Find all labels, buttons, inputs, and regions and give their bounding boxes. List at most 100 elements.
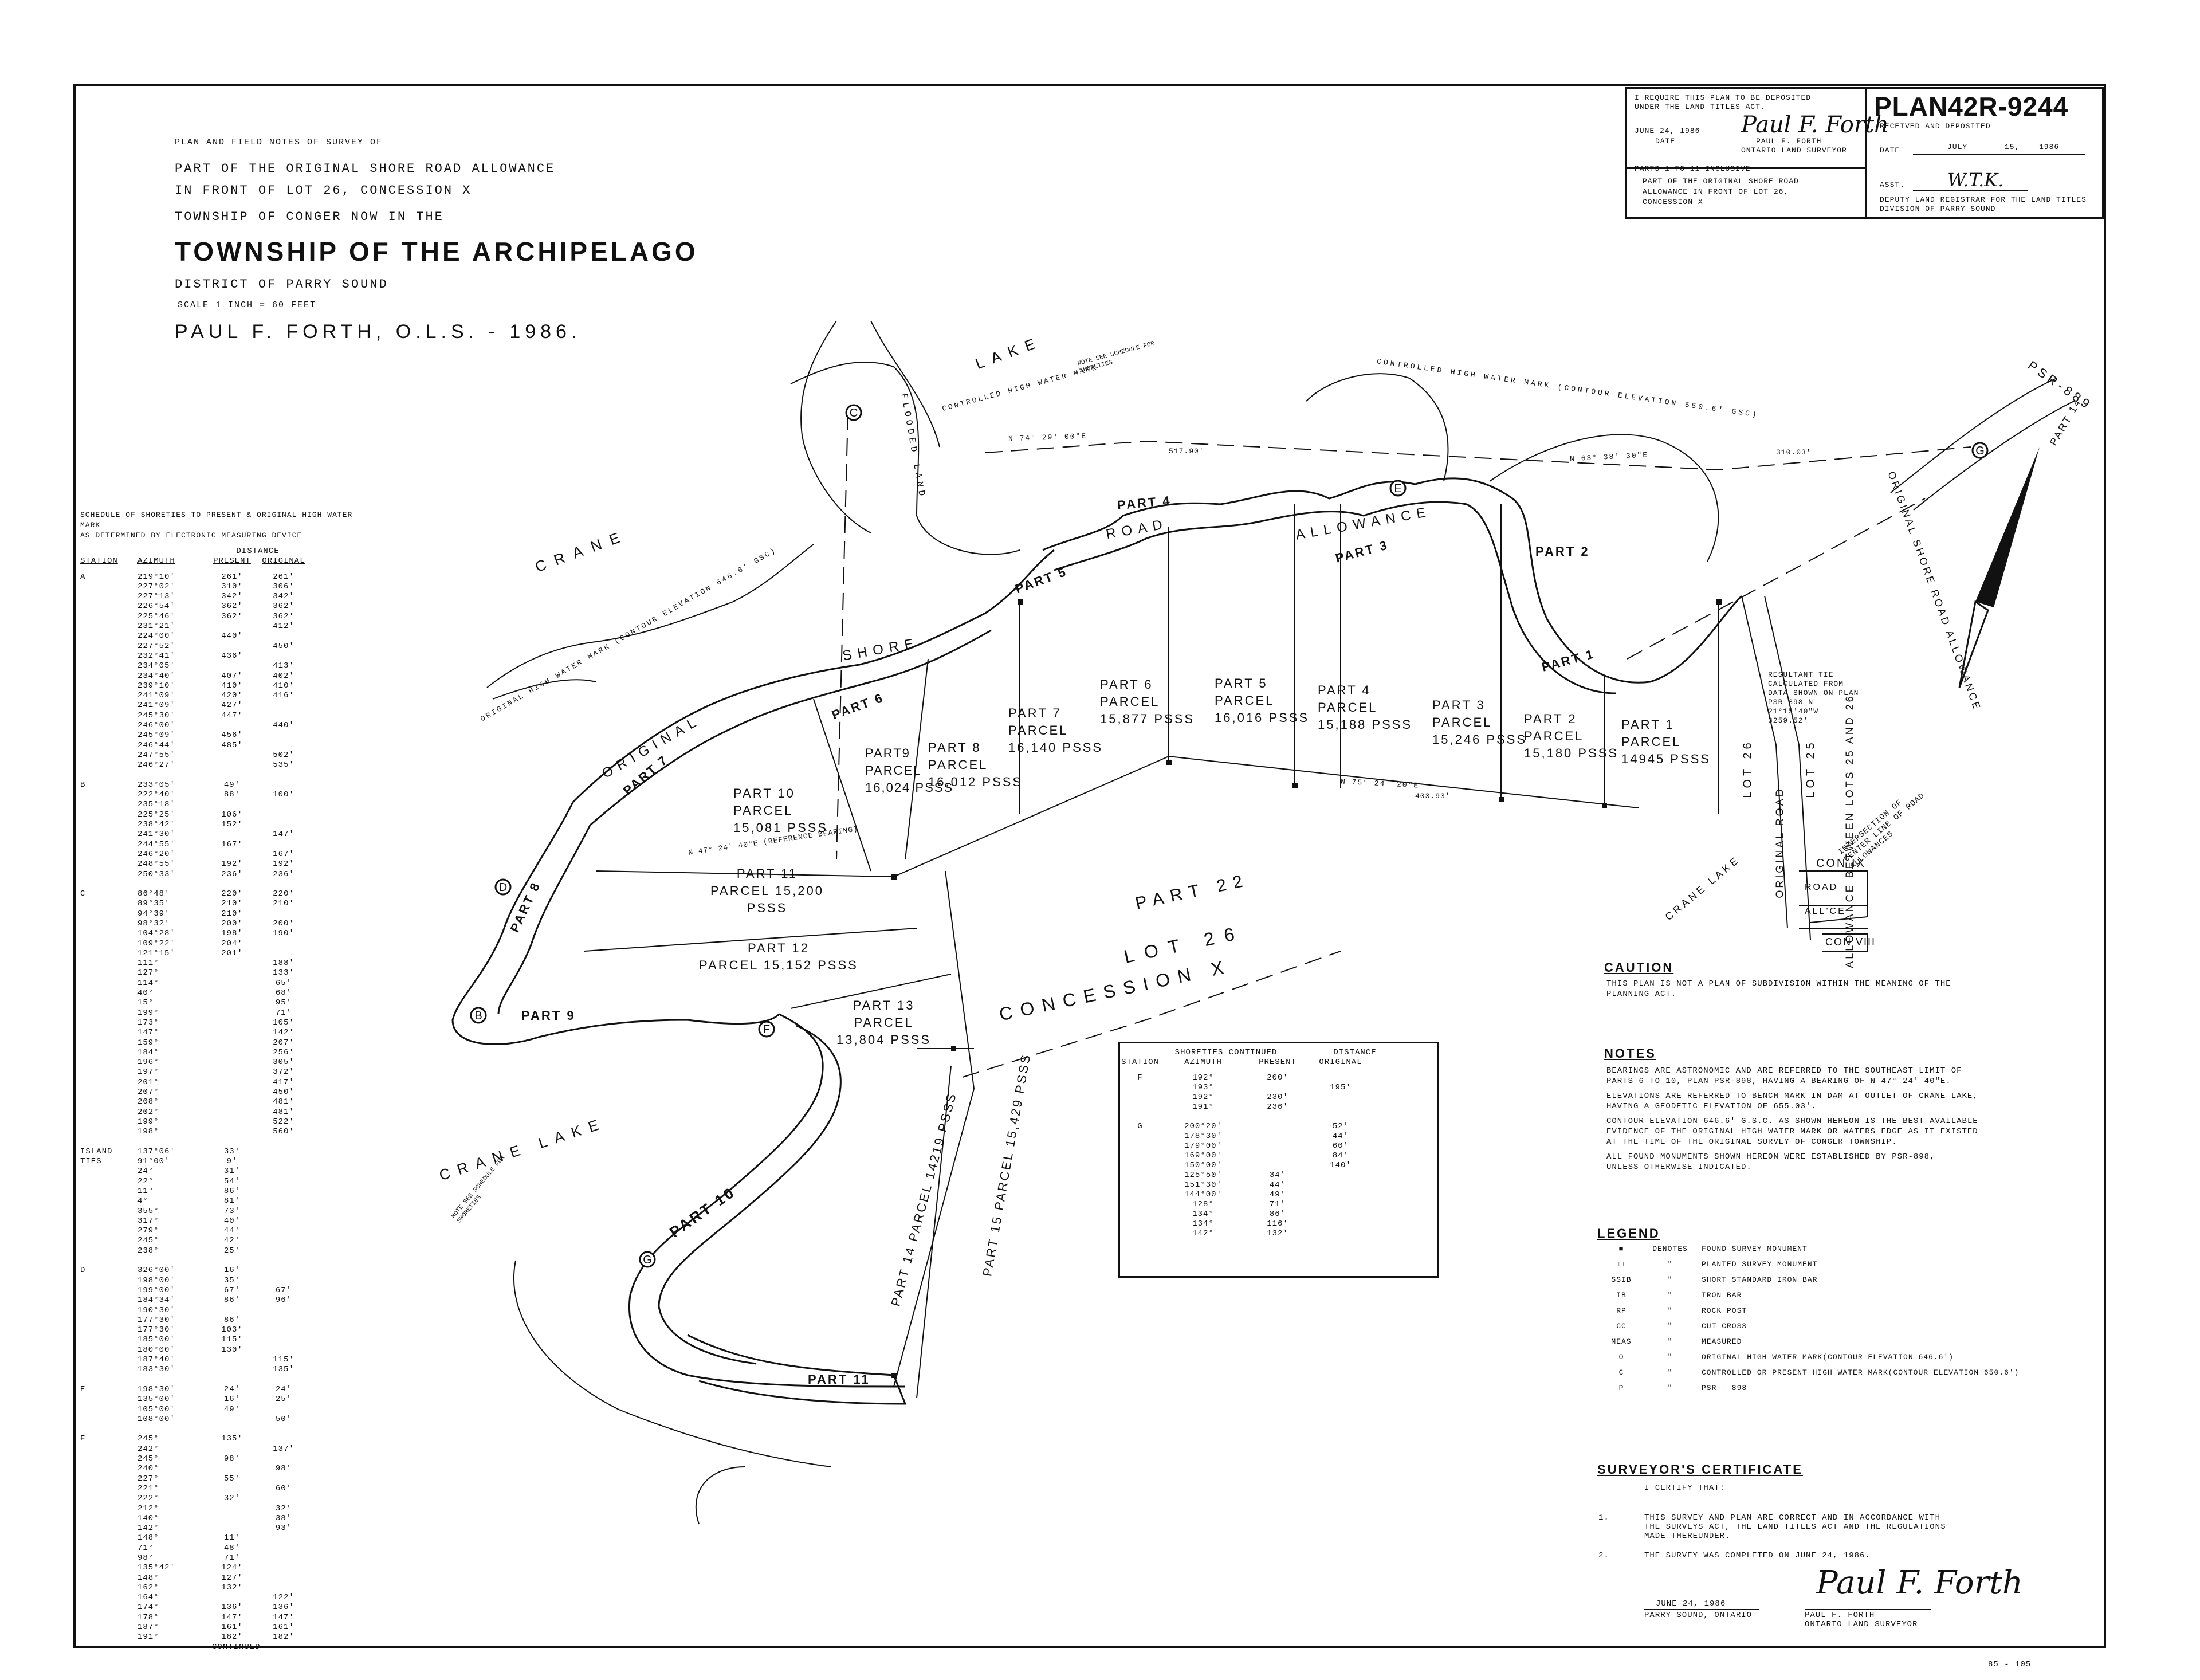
original-cell: 481' [273, 1097, 294, 1107]
present-cell: 54' [223, 1176, 241, 1186]
azimuth-cell: 183°30' [138, 1365, 175, 1375]
schedule-row: 247°55'502' [80, 751, 372, 760]
original-cell: 416' [273, 691, 294, 701]
schedule-row: 193°195' [1120, 1083, 1437, 1093]
present-cell: 71' [223, 1553, 241, 1563]
azimuth-cell: 227°02' [138, 582, 175, 591]
allowance-between-label: ALLOWANCE BETWEEN LOTS 25 AND 26 [1844, 694, 1856, 968]
map-part11: PART 11 [808, 1372, 870, 1387]
present-cell: 210' [221, 899, 243, 909]
present-cell: 127' [221, 1573, 243, 1583]
schedule-row: 169°00'84' [1120, 1151, 1437, 1161]
road-allowance-east-2 [1764, 595, 1811, 940]
present-cell: 192' [221, 859, 243, 869]
station-marker: G [1975, 445, 1985, 457]
parcel-number: 16,024 PSSS [865, 780, 954, 795]
schedule-row: 134°116' [1120, 1219, 1437, 1229]
schedule-row: 183°30'135' [80, 1365, 372, 1375]
schedule-row: 197°372' [80, 1067, 372, 1077]
schedule-row: 244°55'167' [80, 840, 372, 850]
asst-label: ASST. [1880, 180, 1906, 189]
present-cell: 35' [223, 1275, 241, 1285]
legend-text: PLANTED SURVEY MONUMENT [1702, 1260, 1818, 1269]
azimuth-cell: 180°00' [138, 1345, 175, 1355]
present-cell: 201' [221, 948, 243, 958]
azimuth-cell: 140° [138, 1513, 159, 1523]
schedule-row: 234°05'413' [80, 661, 372, 671]
legend-row: P"PSR - 898 [1604, 1384, 1999, 1399]
present-cell: 427' [221, 701, 243, 711]
divider-p9-p10 [813, 698, 871, 872]
original-cell: 67' [275, 1285, 292, 1295]
original-cell: 192' [273, 859, 294, 869]
parcel-word: PARCEL [854, 1015, 914, 1030]
dist-northeast: 310.03' [1776, 448, 1812, 457]
present-cell: 88' [223, 790, 241, 800]
azimuth-cell: 162° [138, 1583, 159, 1592]
original-cell: 100' [273, 790, 294, 800]
schedule-row: 89°35'210'210' [80, 899, 372, 909]
azimuth-cell: 226°54' [138, 602, 175, 611]
azimuth-cell: 225°25' [138, 810, 175, 819]
azimuth-cell: 15° [138, 998, 154, 1008]
azimuth-cell: 241°30' [138, 830, 175, 839]
present-cell: 136' [221, 1603, 243, 1612]
schedule-row: 225°46'362'362' [80, 612, 372, 622]
tb-parts-line: PARTS 1 TO 11 INCLUSIVE [1635, 164, 1751, 173]
present-cell: 204' [221, 939, 243, 948]
azimuth-cell: 222°40' [138, 790, 175, 800]
notes-line: UNLESS OTHERWISE INDICATED. [1606, 1163, 1752, 1172]
schedule-row: 240°98' [80, 1464, 372, 1474]
col-azimuth: AZIMUTH [138, 556, 175, 566]
schedule-row: 241°09'420'416' [80, 691, 372, 701]
schedule-row: 151°30'44' [1120, 1180, 1437, 1190]
station-marker: E [1394, 482, 1401, 495]
found-monument [951, 1046, 956, 1051]
legend-symbol: ■ [1618, 1245, 1624, 1253]
legend-row: SSIB"SHORT STANDARD IRON BAR [1604, 1275, 1999, 1291]
original-cell: 413' [273, 661, 294, 671]
present-cell: 25' [223, 1246, 241, 1255]
cont-col-azimuth: AZIMUTH [1184, 1058, 1222, 1067]
header-line1: PLAN AND FIELD NOTES OF SURVEY OF [175, 138, 383, 147]
azimuth-cell: 142° [1192, 1229, 1214, 1238]
schedule-row: 140°38' [80, 1514, 372, 1524]
parcel-number: 15,246 PSSS [1432, 732, 1527, 747]
original-cell: 440' [273, 721, 294, 731]
cont-col-distance: DISTANCE [1333, 1048, 1377, 1057]
schedule-row: 15°95' [80, 998, 372, 1008]
azimuth-cell: 184°34' [138, 1296, 175, 1305]
original-cell: 236' [273, 869, 294, 879]
parcel-part-number: PART 12 [747, 941, 810, 955]
parcel-number: 15,188 PSSS [1318, 717, 1413, 732]
original-cell: 65' [275, 978, 292, 988]
certificate-item1-no: 1. [1598, 1513, 1609, 1522]
schedule-row: 201°417' [80, 1078, 372, 1088]
parcel-number: 16,140 PSSS [1008, 740, 1103, 755]
azimuth-cell: 247°55' [138, 750, 175, 760]
asst-signature: W.T.K. [1947, 169, 2004, 191]
schedule-row: 142°132' [1120, 1229, 1437, 1239]
azimuth-cell: 150°00' [1184, 1161, 1222, 1170]
notes-line: BEARINGS ARE ASTRONOMIC AND ARE REFERRED… [1606, 1066, 1962, 1075]
lake-north-outline [800, 320, 871, 533]
azimuth-cell: 241°09' [138, 691, 175, 701]
schedule-row: 207°450' [80, 1088, 372, 1097]
azimuth-cell: 179°00' [1184, 1141, 1222, 1151]
azimuth-cell: 232°41' [138, 651, 175, 661]
legend-text: CONTROLLED OR PRESENT HIGH WATER MARK(CO… [1702, 1368, 2020, 1377]
present-cell: 86' [223, 1187, 241, 1196]
present-cell: 456' [221, 731, 243, 740]
road-allowance-east-3 [1799, 870, 1868, 923]
azimuth-cell: 40° [138, 988, 154, 998]
col-distance: DISTANCE [236, 547, 280, 556]
schedule-row: 246°00'440' [80, 721, 372, 731]
azimuth-cell: 22° [138, 1176, 154, 1186]
cert-place: PARRY SOUND, ONTARIO [1644, 1611, 1753, 1620]
tb-parts-desc3: CONCESSION X [1643, 198, 1703, 206]
divider-p13-p14 [893, 870, 975, 1387]
present-cell: 210' [221, 909, 243, 918]
schedule-row: 178°147'147' [80, 1613, 372, 1623]
schedule-row: 241°09'427' [80, 701, 372, 711]
